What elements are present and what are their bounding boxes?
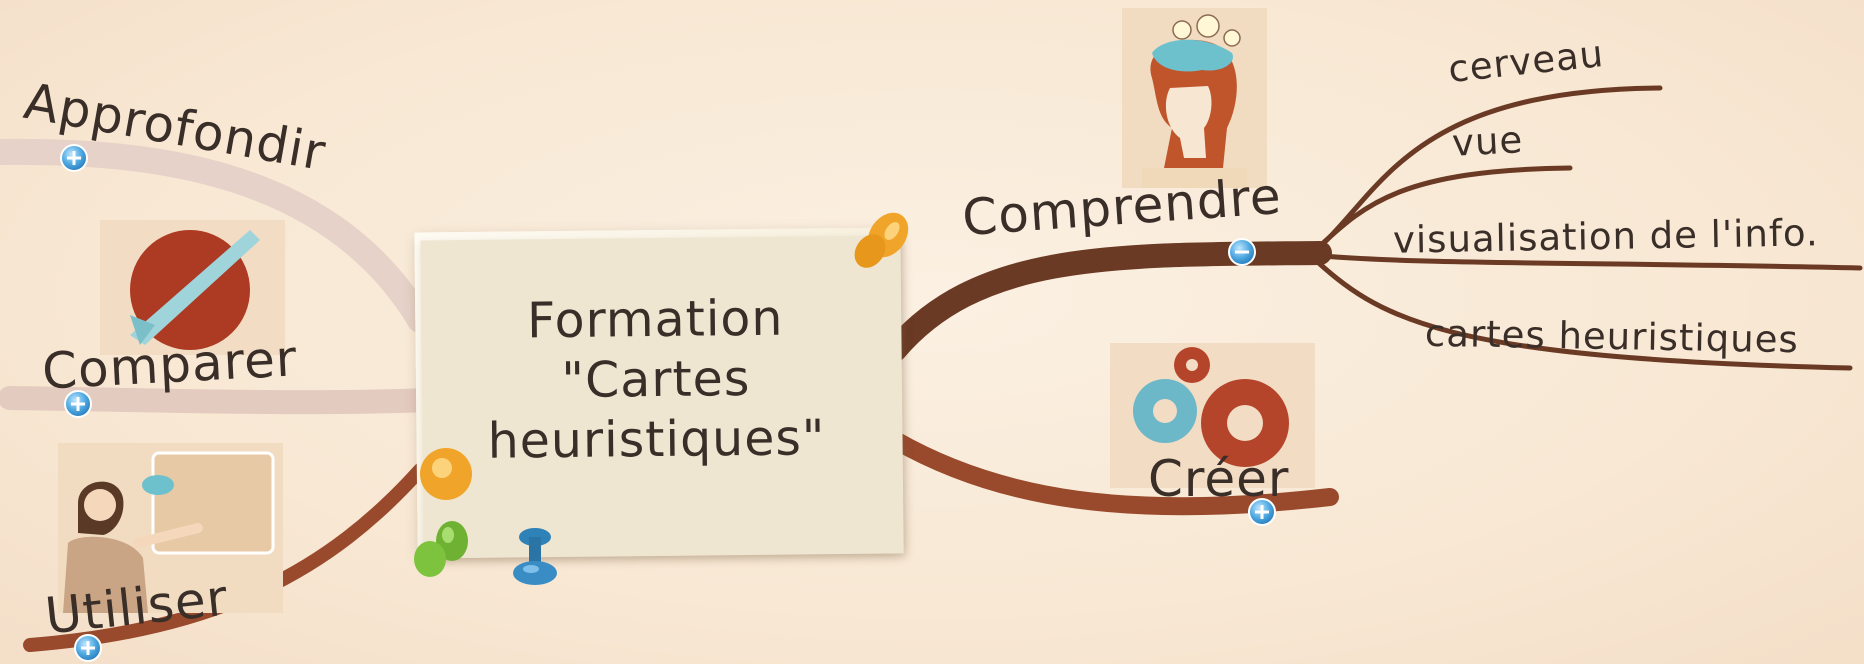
blue-pushpin-icon — [505, 525, 565, 595]
expand-toggle-creer[interactable] — [1248, 498, 1276, 526]
branch-visualisation[interactable] — [1307, 252, 1863, 271]
subbranch-label-vue[interactable]: vue — [1450, 118, 1525, 165]
expand-toggle-utiliser[interactable] — [74, 634, 102, 662]
branch-comprendre[interactable] — [883, 241, 1332, 362]
central-topic-line1: Formation — [526, 289, 784, 350]
subbranch-label-visualisation[interactable]: visualisation de l'info. — [1392, 211, 1820, 262]
yellow-pushpin-icon — [848, 207, 918, 277]
central-topic-text: Formation "Cartes heuristiques" — [415, 287, 897, 472]
central-topic-line2: "Cartes — [561, 350, 751, 409]
collapse-toggle-comprendre[interactable] — [1228, 238, 1256, 266]
subbranch-label-cartes-heuristiques[interactable]: cartes heuristiques — [1424, 311, 1800, 362]
yellow-pushpin-icon — [410, 440, 480, 510]
central-topic-card[interactable]: Formation "Cartes heuristiques" — [414, 227, 898, 551]
expand-toggle-comparer[interactable] — [64, 390, 92, 418]
branch-cartes-heuristiques[interactable] — [1307, 252, 1853, 371]
branch-label-creer[interactable]: Créer — [1148, 450, 1290, 508]
lightbulb-head-woman-icon — [1122, 8, 1267, 188]
gears-icon — [1110, 343, 1315, 488]
rocket-planet-icon — [100, 220, 285, 355]
green-pushpin-icon — [408, 515, 478, 585]
central-topic-line3: heuristiques" — [487, 409, 826, 470]
branch-vue[interactable] — [1307, 165, 1573, 258]
presenter-woman-icon — [58, 443, 283, 613]
expand-toggle-approfondir[interactable] — [60, 144, 88, 172]
